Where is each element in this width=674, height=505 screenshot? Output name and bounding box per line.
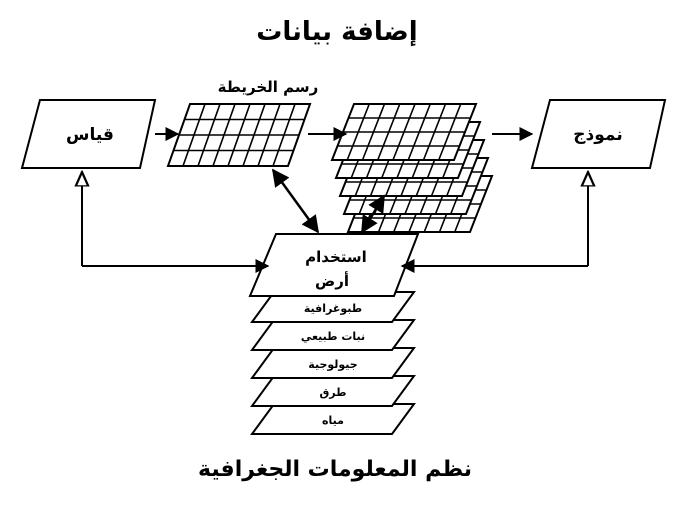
gis-layer: طبوغرافية — [250, 291, 416, 323]
gis-layer-label: مياه — [322, 414, 344, 427]
feedback-right — [400, 172, 588, 273]
gis-layer-label: نبات طبيعي — [301, 330, 365, 343]
land-use-label-line1: استخدام — [305, 248, 367, 266]
gis-layer-label: طرق — [319, 386, 346, 399]
map-grid-layer — [166, 103, 312, 167]
map-grid-stack — [330, 103, 494, 233]
gis-layer-label: جيولوجية — [308, 358, 357, 371]
arrow-map-layers — [271, 168, 320, 234]
model-node: نموذج — [530, 99, 667, 169]
gis-layer: جيولوجية — [250, 347, 416, 379]
diagram-caption: نظم المعلومات الجغرافية — [198, 457, 472, 482]
gis-layer-stack: مياه طرق جيولوجية نبات طبيعي طبوغرافية استخدا… — [248, 233, 420, 435]
measurement-node: قياس — [20, 99, 157, 169]
map-drawing-label: رسم الخريطة — [218, 78, 319, 96]
model-label: نموذج — [573, 125, 622, 145]
feedback-left — [82, 172, 270, 273]
land-use-label-line2: أرض — [315, 271, 349, 290]
gis-layer: طرق — [250, 375, 416, 407]
gis-layer: مياه — [250, 403, 416, 435]
map-grid-stack-layer — [330, 103, 478, 161]
gis-layer-label: طبوغرافية — [304, 302, 362, 315]
diagram-title: إضافة بيانات — [256, 17, 417, 47]
map-grid-single — [166, 103, 312, 167]
measurement-label: قياس — [66, 125, 114, 145]
gis-layer: نبات طبيعي — [250, 319, 416, 351]
arrow-stack-layers — [360, 194, 386, 234]
land-use-layer: استخدام أرض — [248, 233, 420, 297]
